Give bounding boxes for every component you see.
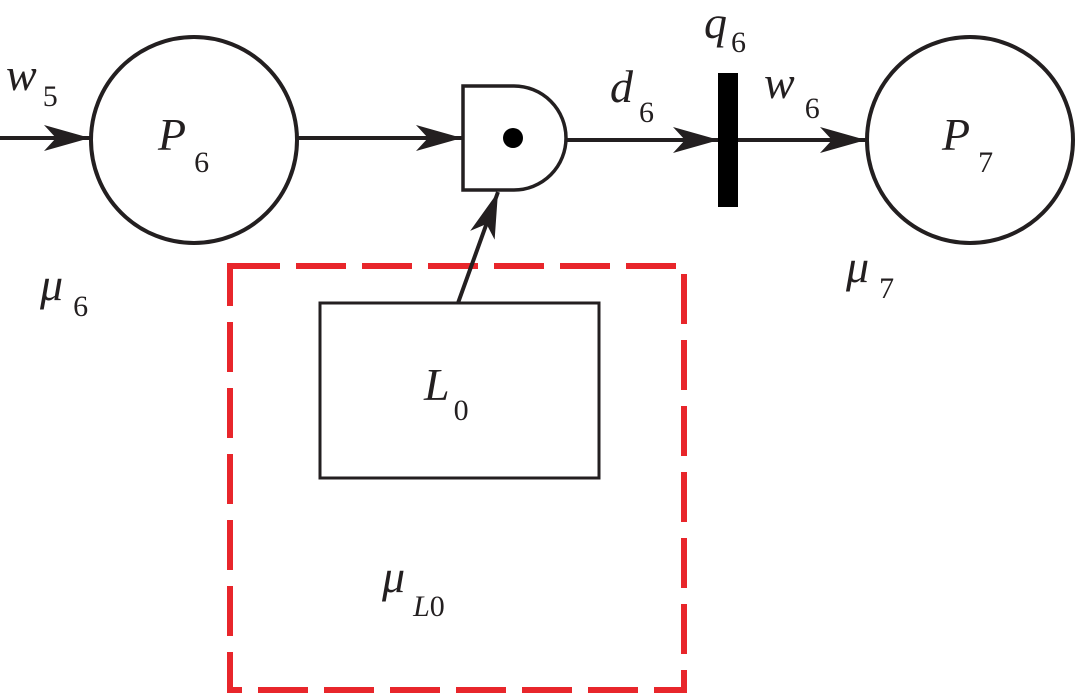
arc-label-d6: d6 — [610, 61, 654, 129]
place-label-p7: P7 — [941, 109, 993, 179]
place-p6 — [89, 35, 299, 245]
logic-block-label-l0: L0 — [423, 359, 469, 427]
region-label-mu-l0: μL0 — [381, 551, 445, 623]
arc-l0-gate — [456, 191, 500, 304]
logic-block-l0 — [318, 301, 601, 480]
arc-label-w6: w6 — [764, 57, 820, 125]
place-p7 — [865, 35, 1075, 245]
lock-region-boundary — [227, 263, 687, 693]
transition-q6 — [718, 73, 738, 207]
place-label-p6: P6 — [157, 109, 209, 179]
token-dot — [503, 128, 523, 148]
